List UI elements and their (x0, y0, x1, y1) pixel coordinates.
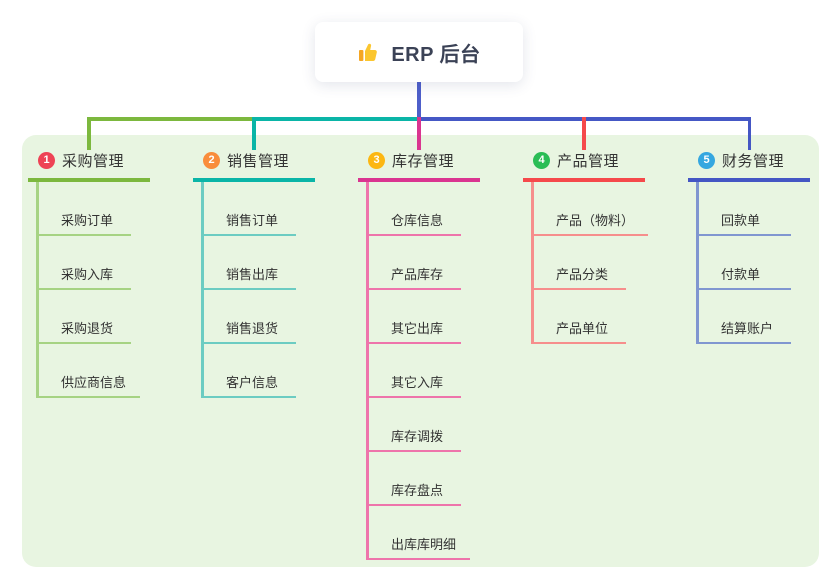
child-node[interactable]: 产品库存 (369, 236, 461, 290)
child-label: 产品单位 (556, 321, 609, 336)
connector-top-left-segment (87, 117, 253, 121)
branch-product: 4 产品管理 产品（物料） 产品分类 产品单位 (523, 150, 649, 344)
branch-header-finance[interactable]: 5 财务管理 (688, 150, 810, 182)
branch-children: 产品（物料） 产品分类 产品单位 (531, 182, 649, 344)
child-label: 付款单 (721, 267, 761, 282)
child-label: 库存盘点 (391, 483, 444, 498)
thumbs-up-icon (359, 43, 378, 61)
child-label: 供应商信息 (61, 375, 127, 390)
child-label: 销售订单 (226, 213, 279, 228)
child-node[interactable]: 客户信息 (204, 344, 296, 398)
child-label: 回款单 (721, 213, 761, 228)
connector-drop-inventory (417, 117, 421, 150)
child-label: 采购入库 (61, 267, 114, 282)
branch-children: 仓库信息 产品库存 其它出库 其它入库 库存调拨 库存盘点 出库库明细 (366, 182, 480, 560)
child-label: 采购订单 (61, 213, 114, 228)
branch-header-inventory[interactable]: 3 库存管理 (358, 150, 480, 182)
child-node[interactable]: 产品分类 (534, 236, 626, 290)
connector-top-mid-segment (252, 117, 418, 121)
child-label: 其它入库 (391, 375, 444, 390)
branches-panel (22, 135, 819, 567)
branch-title: 产品管理 (557, 153, 620, 170)
child-label: 采购退货 (61, 321, 114, 336)
child-label: 销售退货 (226, 321, 279, 336)
branch-children: 采购订单 采购入库 采购退货 供应商信息 (36, 182, 150, 398)
child-label: 库存调拨 (391, 429, 444, 444)
root-title: ERP 后台 (391, 43, 481, 66)
connector-drop-purchase (87, 117, 91, 150)
child-node[interactable]: 仓库信息 (369, 182, 461, 236)
child-label: 产品（物料） (556, 213, 635, 228)
child-node[interactable]: 产品（物料） (534, 182, 649, 236)
branch-title: 销售管理 (227, 153, 290, 170)
child-node[interactable]: 销售退货 (204, 290, 296, 344)
child-label: 产品库存 (391, 267, 444, 282)
branch-children: 回款单 付款单 结算账户 (696, 182, 810, 344)
child-node[interactable]: 采购退货 (39, 290, 131, 344)
child-node[interactable]: 库存调拨 (369, 398, 461, 452)
child-node[interactable]: 产品单位 (534, 290, 626, 344)
child-node[interactable]: 其它出库 (369, 290, 461, 344)
child-node[interactable]: 其它入库 (369, 344, 461, 398)
child-label: 出库库明细 (391, 537, 457, 552)
root-node[interactable]: ERP 后台 (315, 22, 523, 82)
child-node[interactable]: 采购入库 (39, 236, 131, 290)
branch-finance: 5 财务管理 回款单 付款单 结算账户 (688, 150, 810, 344)
child-node[interactable]: 回款单 (699, 182, 791, 236)
connector-drop-finance (747, 117, 751, 150)
branch-title: 库存管理 (392, 153, 455, 170)
branch-number-badge: 3 (368, 152, 385, 169)
child-node[interactable]: 结算账户 (699, 290, 791, 344)
child-node[interactable]: 库存盘点 (369, 452, 461, 506)
branch-title: 财务管理 (722, 153, 785, 170)
branch-title: 采购管理 (62, 153, 125, 170)
branch-number-badge: 2 (203, 152, 220, 169)
connector-drop-product (582, 117, 586, 150)
branch-header-sales[interactable]: 2 销售管理 (193, 150, 315, 182)
child-label: 客户信息 (226, 375, 279, 390)
child-label: 其它出库 (391, 321, 444, 336)
branch-number-badge: 5 (698, 152, 715, 169)
child-label: 销售出库 (226, 267, 279, 282)
branch-sales: 2 销售管理 销售订单 销售出库 销售退货 客户信息 (193, 150, 315, 398)
child-label: 仓库信息 (391, 213, 444, 228)
child-node[interactable]: 销售出库 (204, 236, 296, 290)
child-node[interactable]: 采购订单 (39, 182, 131, 236)
branch-inventory: 3 库存管理 仓库信息 产品库存 其它出库 其它入库 库存调拨 库存盘点 出库库… (358, 150, 480, 560)
child-node[interactable]: 付款单 (699, 236, 791, 290)
connector-root-stem (417, 82, 421, 118)
child-label: 产品分类 (556, 267, 609, 282)
child-node[interactable]: 供应商信息 (39, 344, 141, 398)
branch-header-product[interactable]: 4 产品管理 (523, 150, 645, 182)
branch-header-purchase[interactable]: 1 采购管理 (28, 150, 150, 182)
branch-number-badge: 1 (38, 152, 55, 169)
child-node[interactable]: 出库库明细 (369, 506, 471, 560)
child-node[interactable]: 销售订单 (204, 182, 296, 236)
branch-number-badge: 4 (533, 152, 550, 169)
child-label: 结算账户 (721, 321, 774, 336)
branch-purchase: 1 采购管理 采购订单 采购入库 采购退货 供应商信息 (28, 150, 150, 398)
connector-drop-sales (252, 117, 256, 150)
branch-children: 销售订单 销售出库 销售退货 客户信息 (201, 182, 315, 398)
